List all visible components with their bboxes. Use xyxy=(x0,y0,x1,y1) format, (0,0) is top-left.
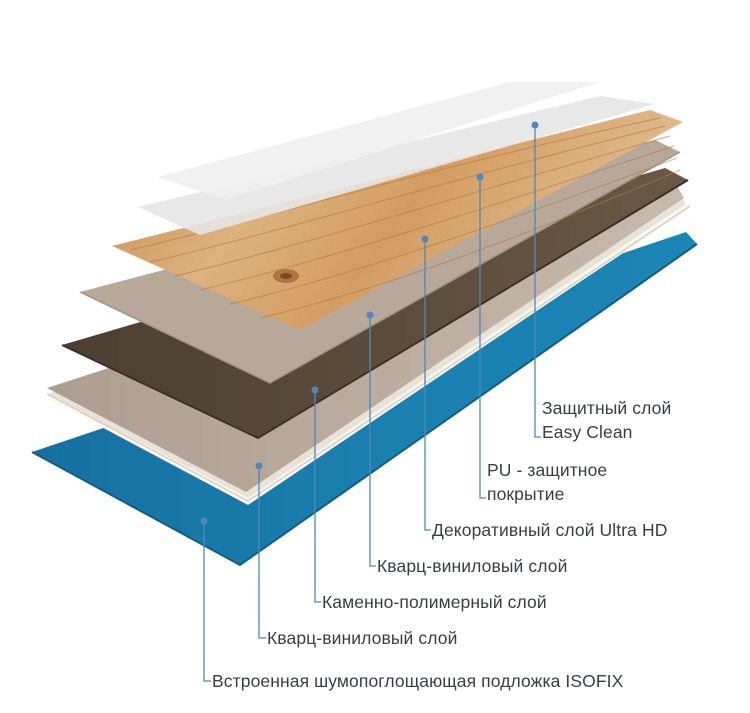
leader-protective-line xyxy=(534,125,541,438)
leader-protective-dot xyxy=(531,121,539,129)
label-quartz-top-layer: Кварц-виниловый слой xyxy=(377,556,568,576)
leader-decor-dot xyxy=(421,235,429,243)
leader-quartz-top-line xyxy=(369,315,376,567)
label-decor-layer: Декоративный слой Ultra HD xyxy=(432,520,668,540)
pu-layer xyxy=(138,96,655,235)
label-pu-coating: PU - защитное покрытие xyxy=(487,460,608,504)
label-stone-polymer-layer: Каменно-полимерный слой xyxy=(322,592,547,612)
leader-quartz-bottom-dot xyxy=(255,462,263,470)
leader-decor-line xyxy=(424,239,431,531)
leader-lines xyxy=(200,121,541,682)
leader-stone-line xyxy=(314,390,321,603)
leader-underlay-line xyxy=(203,521,211,682)
leader-pu-dot xyxy=(476,173,484,181)
leader-stone-dot xyxy=(311,386,319,394)
leader-quartz-bottom-line xyxy=(258,466,266,639)
label-underlay-isofix: Встроенная шумопоглощающая подложка ISOF… xyxy=(212,671,624,691)
label-quartz-bottom-layer: Кварц-виниловый слой xyxy=(267,628,458,648)
leader-underlay-dot xyxy=(200,517,208,525)
leader-quartz-top-dot xyxy=(366,311,374,319)
leader-pu-line xyxy=(479,177,486,499)
label-protective-layer: Защитный слой Easy Clean xyxy=(542,398,672,442)
decor-wood-layer xyxy=(112,110,683,330)
protective-layer xyxy=(158,82,600,200)
